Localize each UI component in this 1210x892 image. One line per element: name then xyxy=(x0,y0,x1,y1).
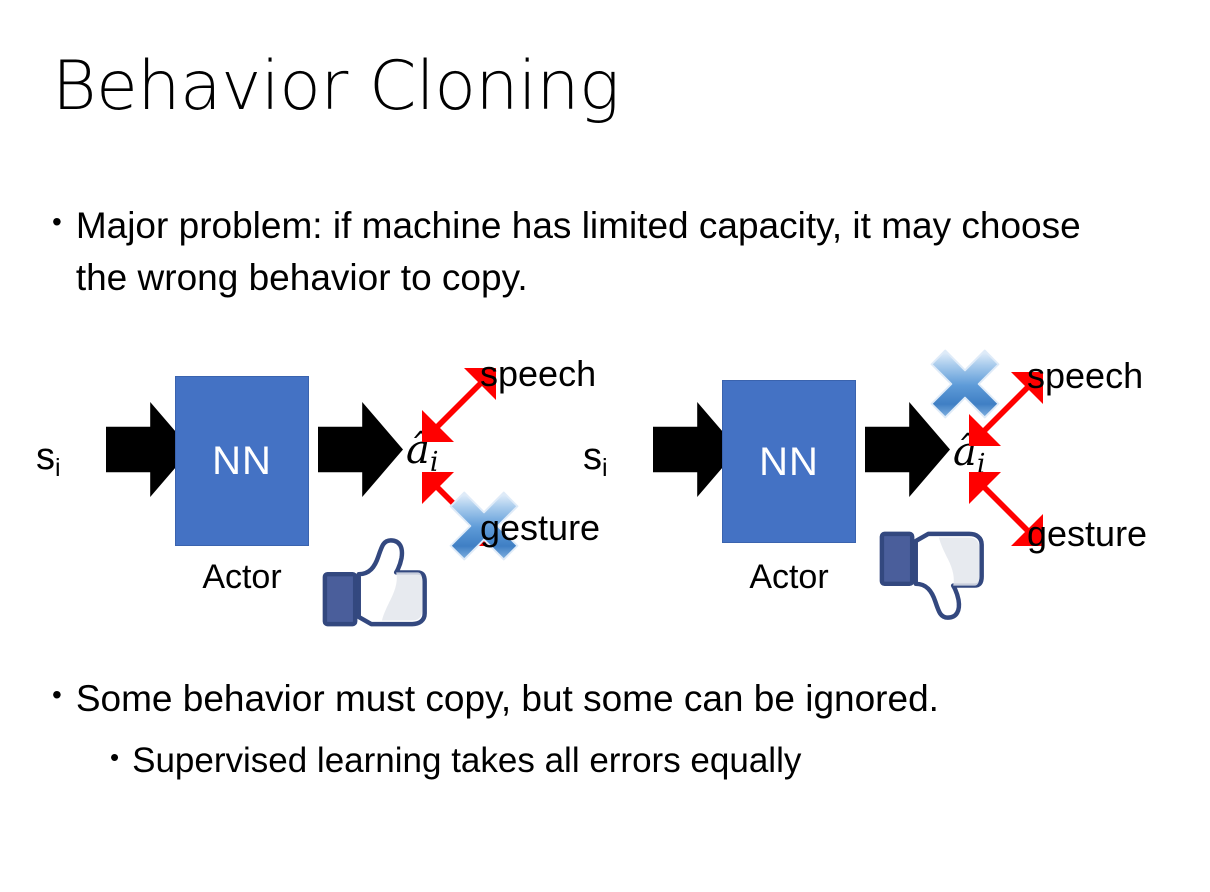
state-label-right: si xyxy=(583,438,608,487)
state-subscript: i xyxy=(55,454,61,482)
nn-box-right: NN xyxy=(722,380,856,543)
bullet-marker-icon: • xyxy=(52,206,62,237)
branch-label-gesture-right: gesture xyxy=(1027,513,1148,554)
thumbs-up-icon xyxy=(322,538,427,627)
actor-label-left: Actor xyxy=(202,558,282,596)
bullet-bottom-sub-text: Supervised learning takes all errors equ… xyxy=(132,741,802,780)
actor-label-right: Actor xyxy=(749,558,829,596)
output-arrow-left xyxy=(318,402,403,497)
branch-arrow-speech-right xyxy=(969,372,1043,446)
bullet-top: • Major problem: if machine has limited … xyxy=(52,200,1112,304)
branch-label-gesture-left: gesture xyxy=(480,507,601,548)
branch-arrow-speech-left xyxy=(422,368,496,442)
bullet-marker-icon: • xyxy=(52,679,62,710)
nn-box-label: NN xyxy=(212,439,272,483)
diagram-right: si NN Actor âi xyxy=(565,340,1165,640)
bullet-bottom-primary: • Some behavior must copy, but some can … xyxy=(52,673,1152,725)
nn-box-label: NN xyxy=(759,439,819,484)
branch-label-speech-left: speech xyxy=(480,353,597,394)
state-symbol: s xyxy=(36,436,55,478)
state-label-left: si xyxy=(36,438,61,487)
branch-label-speech-right: speech xyxy=(1027,355,1144,396)
cross-out-gesture-icon-left xyxy=(449,491,519,561)
diagram-left: si NN Actor âi speech xyxy=(18,340,618,640)
output-subscript: i xyxy=(429,447,439,479)
state-subscript: i xyxy=(602,454,608,482)
bullet-bottom-primary-text: Some behavior must copy, but some can be… xyxy=(75,678,939,719)
bullet-top-text: Major problem: if machine has limited ca… xyxy=(75,205,1081,298)
state-symbol: s xyxy=(583,436,602,478)
nn-box-left: NN xyxy=(175,376,309,546)
output-subscript: i xyxy=(976,449,986,481)
bullet-bottom-sub: • Supervised learning takes all errors e… xyxy=(110,736,1150,786)
branch-arrow-gesture-right xyxy=(969,472,1043,546)
cross-out-speech-icon-right xyxy=(930,349,1000,419)
bullet-marker-icon: • xyxy=(110,742,120,772)
page-title: Behavior Cloning xyxy=(52,47,620,126)
thumbs-down-icon xyxy=(879,531,984,620)
